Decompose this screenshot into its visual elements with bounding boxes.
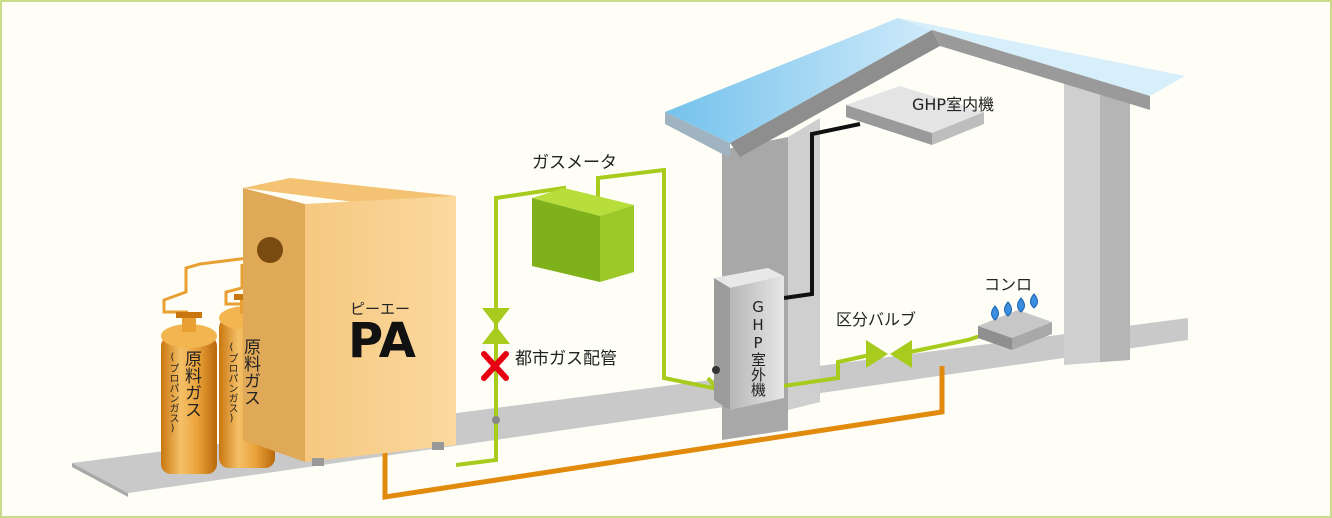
refrigerant-pipe: [783, 122, 861, 300]
gas-meter-label: ガスメータ: [532, 153, 617, 173]
stove-unit: [978, 310, 1052, 350]
city-gas-pipe-label: 都市ガス配管: [515, 349, 617, 369]
cylinder-left-label: 原料ガス: [181, 350, 201, 418]
ghp-outdoor-label: GHP室外機: [749, 298, 767, 397]
cylinder-right-sublabel: (プロパンガス): [226, 342, 237, 424]
stove-label: コンロ: [984, 275, 1033, 294]
pa-unit-box: [243, 178, 456, 466]
cylinder-left-sublabel: (プロパンガス): [167, 352, 178, 434]
gas-cylinder-left: [161, 312, 217, 474]
flame-icon: [991, 293, 1038, 321]
prohibited-cross-icon: [481, 351, 509, 381]
ghp-indoor-label: GHP室内機: [912, 95, 995, 114]
cylinder-right-label: 原料ガス: [240, 338, 260, 406]
pa-label: PA: [348, 313, 416, 369]
city-gas-valve: [482, 308, 510, 424]
ghp-indoor-unit: [846, 86, 984, 145]
zone-valve-label: 区分バルブ: [836, 310, 917, 329]
ghp-outdoor-unit: [712, 268, 784, 410]
house-roof: [665, 18, 1185, 158]
zone-valve-icon: [866, 340, 912, 368]
pa-kana-label: ピーエー: [350, 300, 411, 318]
gas-meter-box: [532, 188, 634, 282]
